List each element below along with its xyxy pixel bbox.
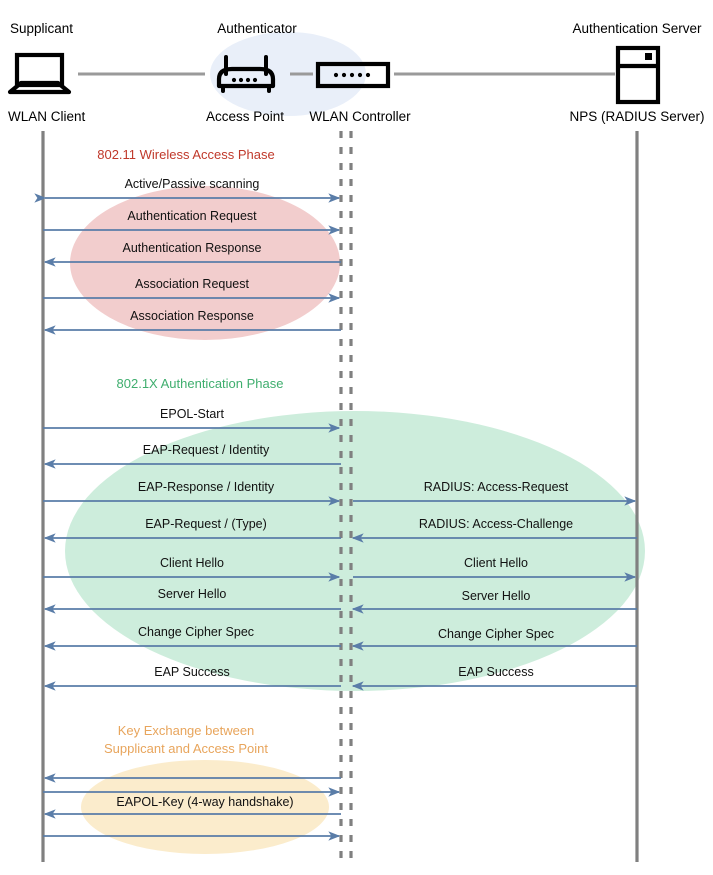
role-label-auth-server: Authentication Server: [572, 21, 702, 36]
message-label: Change Cipher Spec: [438, 627, 554, 641]
message-label: Active/Passive scanning: [125, 177, 260, 191]
message-label: Client Hello: [464, 556, 528, 570]
message-label: Authentication Response: [123, 241, 262, 255]
message-label: Association Response: [130, 309, 254, 323]
message-label: EPOL-Start: [160, 407, 224, 421]
phase-title-80211: 802.11 Wireless Access Phase: [97, 147, 275, 162]
authenticator-halo: [210, 32, 366, 116]
message-label: Change Cipher Spec: [138, 625, 254, 639]
server-icon: [615, 45, 661, 105]
message-label: RADIUS: Access-Request: [424, 480, 569, 494]
message-label: Authentication Request: [127, 209, 257, 223]
role-label-supplicant: Supplicant: [10, 21, 73, 36]
device-label-access-point: Access Point: [206, 109, 284, 124]
message-label: Association Request: [135, 277, 249, 291]
network-switch-icon: [315, 61, 391, 89]
device-label-nps-radius: NPS (RADIUS Server): [569, 109, 704, 124]
phase-title-8021x: 802.1X Authentication Phase: [117, 376, 284, 391]
message-label: EAP-Response / Identity: [138, 480, 275, 494]
message-label: Client Hello: [160, 556, 224, 570]
message-label: Server Hello: [158, 587, 227, 601]
phase-ellipse-80211: [70, 186, 340, 340]
message-label: EAP Success: [154, 665, 230, 679]
phase-title-keyexchange-line2: Supplicant and Access Point: [104, 741, 268, 756]
wireless-router-icon: [216, 55, 276, 93]
message-label: EAPOL-Key (4-way handshake): [116, 795, 293, 809]
phase-ellipse-keyexchange: [81, 760, 329, 854]
message-label: Server Hello: [462, 589, 531, 603]
laptop-icon: [7, 52, 72, 95]
message-label: EAP-Request / Identity: [143, 443, 270, 457]
message-label: RADIUS: Access-Challenge: [419, 517, 573, 531]
message-label: EAP Success: [458, 665, 534, 679]
role-label-authenticator: Authenticator: [217, 21, 297, 36]
device-label-wlan-client: WLAN Client: [8, 109, 86, 124]
device-label-wlan-controller: WLAN Controller: [309, 109, 411, 124]
phase-title-keyexchange-line1: Key Exchange between: [118, 723, 255, 738]
message-label: EAP-Request / (Type): [145, 517, 267, 531]
phase-ellipse-8021x: [65, 411, 645, 691]
